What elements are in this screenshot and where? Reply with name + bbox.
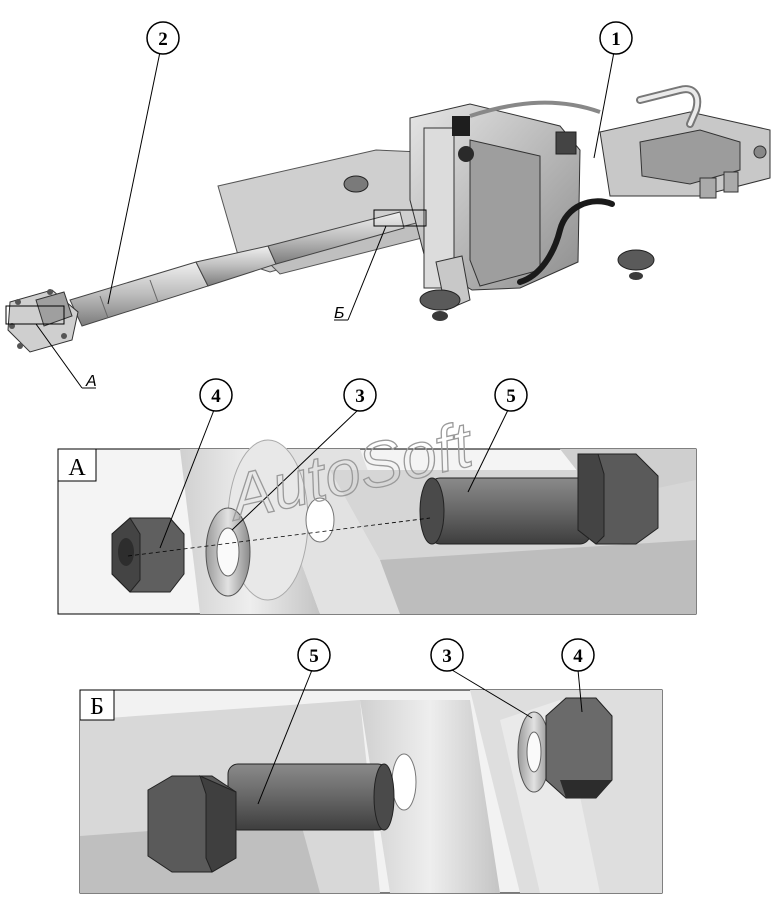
detail-b-frame: [373, 209, 427, 227]
callout-3-b: 3: [430, 638, 464, 672]
svg-text:5: 5: [506, 386, 516, 407]
svg-text:4: 4: [573, 646, 583, 667]
callout-1: 1: [599, 21, 633, 55]
leader-4b: [577, 669, 583, 713]
leader-5b: [257, 669, 313, 805]
svg-text:4: 4: [211, 386, 221, 407]
lock-washer-a: [205, 507, 251, 597]
callout-4-b: 4: [561, 638, 595, 672]
nut-b: [545, 697, 613, 799]
detail-panel-a: А: [57, 439, 697, 615]
hydraulic-hose: [517, 198, 615, 285]
leader-b: [347, 225, 387, 321]
leader-1: [593, 51, 615, 159]
callout-3-a: 3: [343, 378, 377, 412]
panel-a-tag: А: [68, 455, 86, 481]
bolt-a: [419, 453, 659, 545]
mount-foot-right: [617, 249, 655, 271]
pipe-line: [469, 100, 601, 118]
panel-b-tag: Б: [90, 694, 104, 720]
joint-flange-a: [7, 289, 79, 353]
svg-text:1: 1: [611, 29, 621, 50]
bolt-b: [147, 763, 395, 873]
electric-connector: [452, 116, 470, 136]
mount-foot-left: [419, 289, 461, 311]
overall-assembly: [5, 85, 771, 353]
telescopic-shaft: [69, 211, 405, 327]
callout-4-a: 4: [199, 378, 233, 412]
leader-3a: [231, 409, 359, 531]
callout-2: 2: [146, 21, 180, 55]
callout-5-b: 5: [297, 638, 331, 672]
leader-5a: [467, 409, 509, 493]
nut-a: [111, 517, 185, 593]
leader-3b: [451, 669, 533, 719]
detail-panel-b: Б: [79, 689, 663, 894]
steering-body: [409, 103, 581, 311]
svg-text:2: 2: [158, 29, 168, 50]
panel-a-tag-box: [57, 448, 97, 482]
valve-block: [599, 111, 771, 199]
mount-foot-back: [343, 175, 369, 193]
svg-text:3: 3: [442, 646, 452, 667]
leader-a: [35, 323, 83, 389]
detail-letter-b: Б: [334, 305, 344, 322]
lock-washer-b: [517, 711, 551, 793]
detail-a-frame: [5, 305, 65, 325]
callout-5-a: 5: [494, 378, 528, 412]
detail-letter-a: А: [85, 373, 97, 390]
panel-b-tag-box: [79, 689, 115, 721]
leader-2: [107, 51, 161, 305]
assembly-axis-a: [127, 517, 431, 557]
leader-4a: [159, 409, 215, 549]
svg-text:3: 3: [355, 386, 365, 407]
svg-text:5: 5: [309, 646, 319, 667]
